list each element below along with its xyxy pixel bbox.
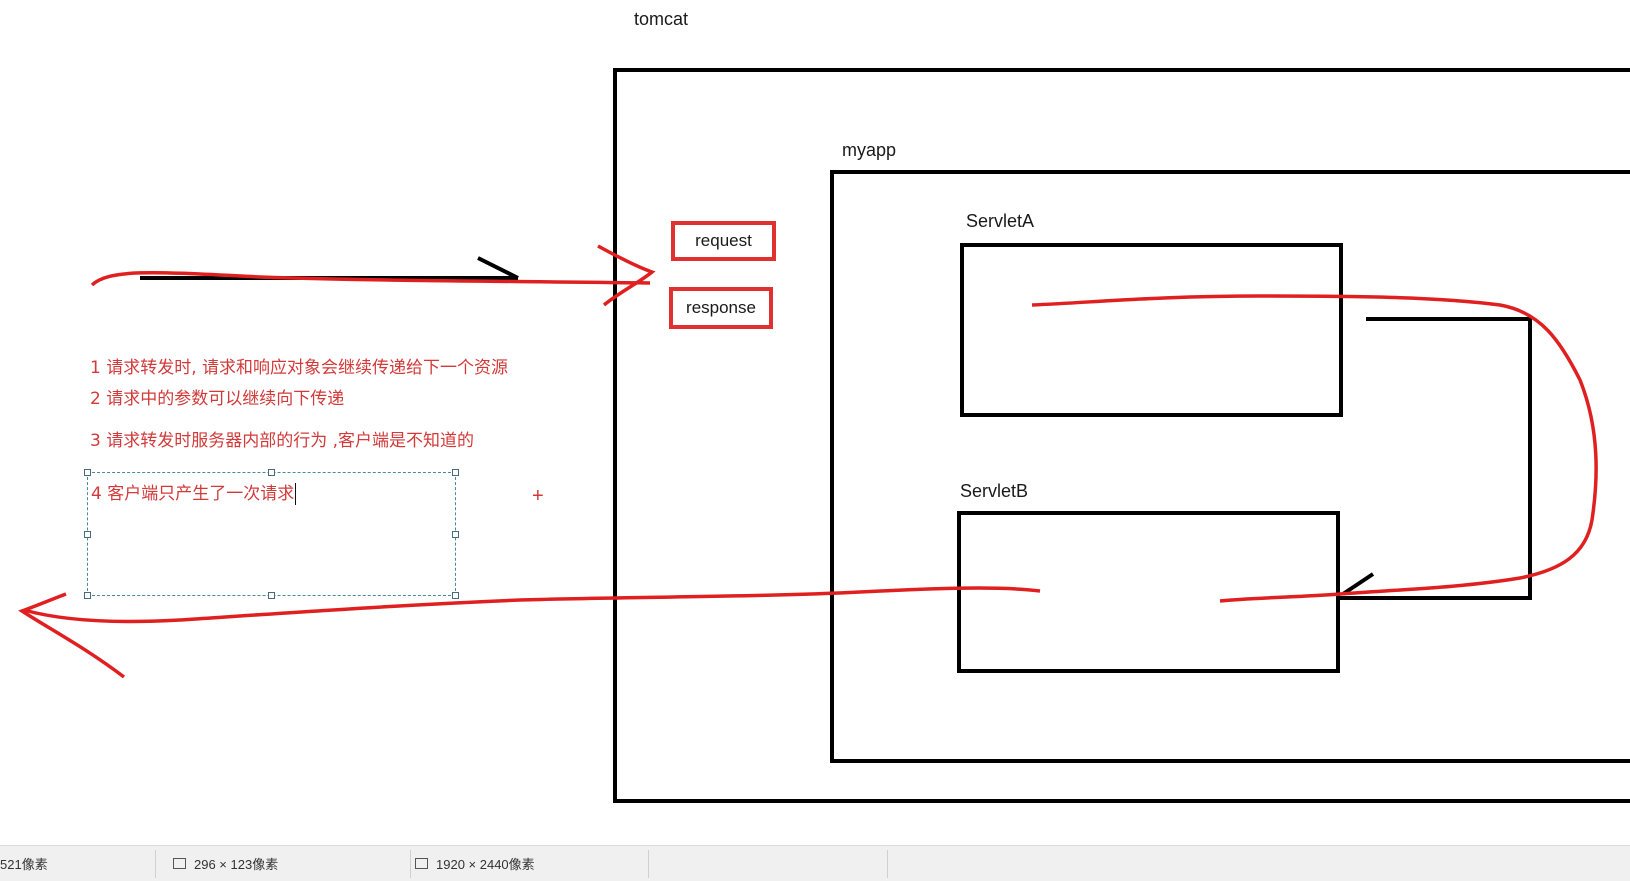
resize-handle-tc[interactable] (268, 469, 275, 476)
text-caret (295, 483, 297, 505)
myapp-box (830, 170, 1630, 763)
red-request-arrowhead (597, 244, 656, 307)
status-selection-value: 296 × 123像素 (194, 857, 279, 872)
request-tag[interactable]: request (671, 221, 776, 261)
red-response-arrowhead (18, 592, 126, 679)
servlet-b-label: ServletB (960, 481, 1029, 501)
red-response-stroke (23, 586, 1041, 624)
status-divider (648, 850, 649, 878)
note-4: 4 客户端只产生了一次请求 (91, 484, 295, 504)
incoming-black-arrowhead (477, 256, 519, 280)
servlet-b-box (957, 511, 1340, 673)
resize-handle-br[interactable] (452, 592, 459, 599)
servlet-a-box (960, 243, 1343, 417)
forward-arrow-tip (1341, 572, 1375, 596)
diagram-canvas[interactable] (0, 0, 1630, 845)
status-image-size-value: 1920 × 2440像素 (436, 857, 535, 872)
servlet-a-label: ServletA (966, 211, 1035, 231)
status-bar: 521像素 296 × 123像素 1920 × 2440像素 (0, 845, 1630, 881)
resize-handle-mr[interactable] (452, 531, 459, 538)
image-size-icon (415, 858, 428, 869)
tomcat-box (613, 68, 1630, 803)
status-pixel-value: 521像素 (0, 857, 48, 872)
forward-connector (1338, 317, 1532, 600)
status-divider (887, 850, 888, 878)
resize-handle-tl[interactable] (84, 469, 91, 476)
resize-handle-bc[interactable] (268, 592, 275, 599)
tomcat-label: tomcat (634, 9, 689, 29)
status-divider (410, 850, 411, 878)
note-2: 2 请求中的参数可以继续向下传递 (90, 389, 345, 409)
status-pixel: 521像素 (0, 846, 48, 881)
note-4-wrap: 4 客户端只产生了一次请求 (91, 479, 297, 505)
myapp-label: myapp (842, 140, 897, 160)
note-1: 1 请求转发时, 请求和响应对象会继续传递给下一个资源 (90, 358, 509, 378)
status-divider (155, 850, 156, 878)
crosshair-cursor-icon: + (532, 485, 544, 507)
editing-textbox[interactable]: 4 客户端只产生了一次请求 (84, 469, 459, 599)
resize-handle-bl[interactable] (84, 592, 91, 599)
resize-handle-ml[interactable] (84, 531, 91, 538)
red-request-stroke (90, 270, 651, 287)
status-selection: 296 × 123像素 (173, 846, 278, 881)
red-servlet-a-stroke (1031, 294, 1598, 603)
selection-icon (173, 858, 186, 869)
resize-handle-tr[interactable] (452, 469, 459, 476)
note-3: 3 请求转发时服务器内部的行为 ,客户端是不知道的 (90, 431, 475, 451)
response-tag[interactable]: response (669, 287, 773, 329)
status-image-size: 1920 × 2440像素 (415, 846, 535, 881)
